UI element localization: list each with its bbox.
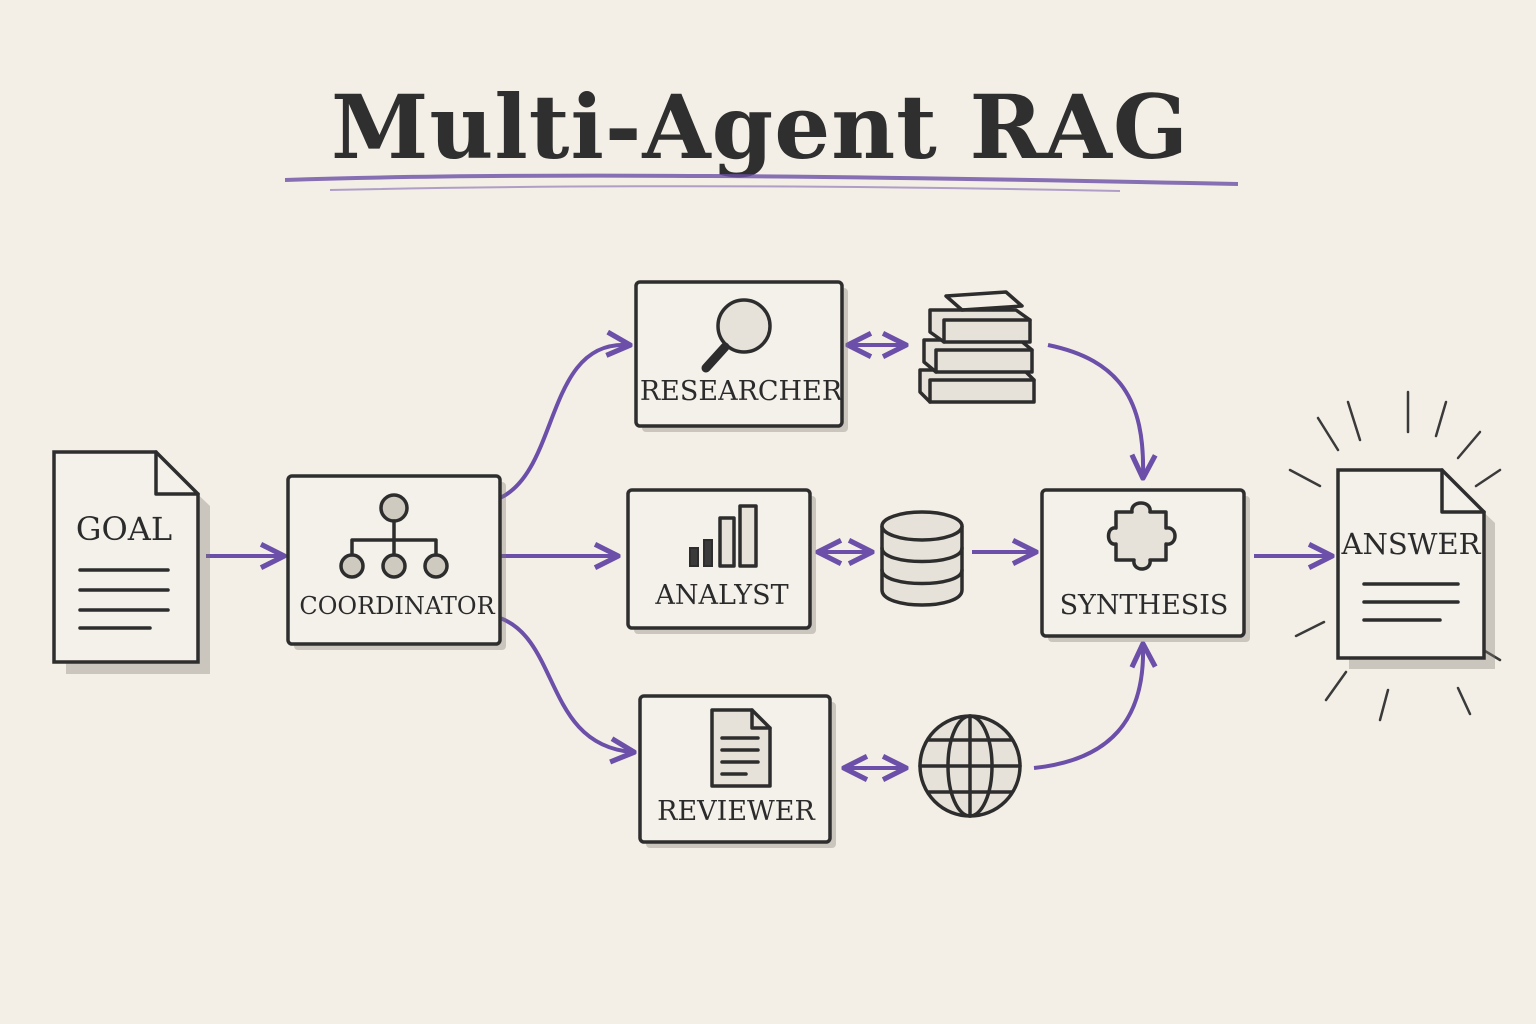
hierarchy-icon bbox=[339, 493, 449, 579]
goal-document: GOAL bbox=[52, 450, 210, 674]
arrow-coordinator-to-researcher bbox=[499, 345, 628, 500]
arrow-books-to-synthesis bbox=[1047, 343, 1143, 476]
books-icon bbox=[918, 290, 1036, 404]
bar-chart-icon bbox=[689, 504, 758, 568]
arrow-globe-to-synthesis bbox=[1033, 646, 1143, 770]
puzzle-icon bbox=[1106, 501, 1177, 571]
synthesis-node: SYNTHESIS bbox=[1040, 488, 1250, 642]
analyst-node: ANALYST bbox=[626, 488, 816, 634]
title-underline-sketch bbox=[329, 185, 1121, 192]
answer-label: ANSWER bbox=[1341, 527, 1482, 561]
coordinator-label: COORDINATOR bbox=[299, 592, 495, 620]
database-icon bbox=[880, 510, 964, 607]
sparkle-rays bbox=[1288, 390, 1502, 722]
title-group: Multi-Agent RAG bbox=[284, 75, 1239, 192]
goal-label: GOAL bbox=[76, 510, 172, 548]
document-icon bbox=[710, 708, 772, 788]
synthesis-label: SYNTHESIS bbox=[1060, 590, 1229, 621]
globe-icon bbox=[918, 714, 1022, 818]
answer-text-lines bbox=[1362, 582, 1460, 622]
reviewer-label: REVIEWER bbox=[657, 796, 815, 827]
goal-text-lines bbox=[78, 568, 170, 630]
title-underline bbox=[284, 173, 1239, 186]
researcher-label: RESEARCHER bbox=[640, 376, 843, 407]
researcher-node: RESEARCHER bbox=[634, 280, 848, 432]
magnifier-icon bbox=[701, 298, 772, 373]
arrow-coordinator-to-reviewer bbox=[499, 616, 632, 752]
coordinator-node: COORDINATOR bbox=[286, 474, 506, 650]
diagram-title: Multi-Agent RAG bbox=[331, 75, 1189, 179]
analyst-label: ANALYST bbox=[654, 580, 788, 611]
answer-document: ANSWER bbox=[1288, 390, 1502, 722]
reviewer-node: REVIEWER bbox=[638, 694, 836, 848]
flow-arrows bbox=[206, 345, 1330, 768]
